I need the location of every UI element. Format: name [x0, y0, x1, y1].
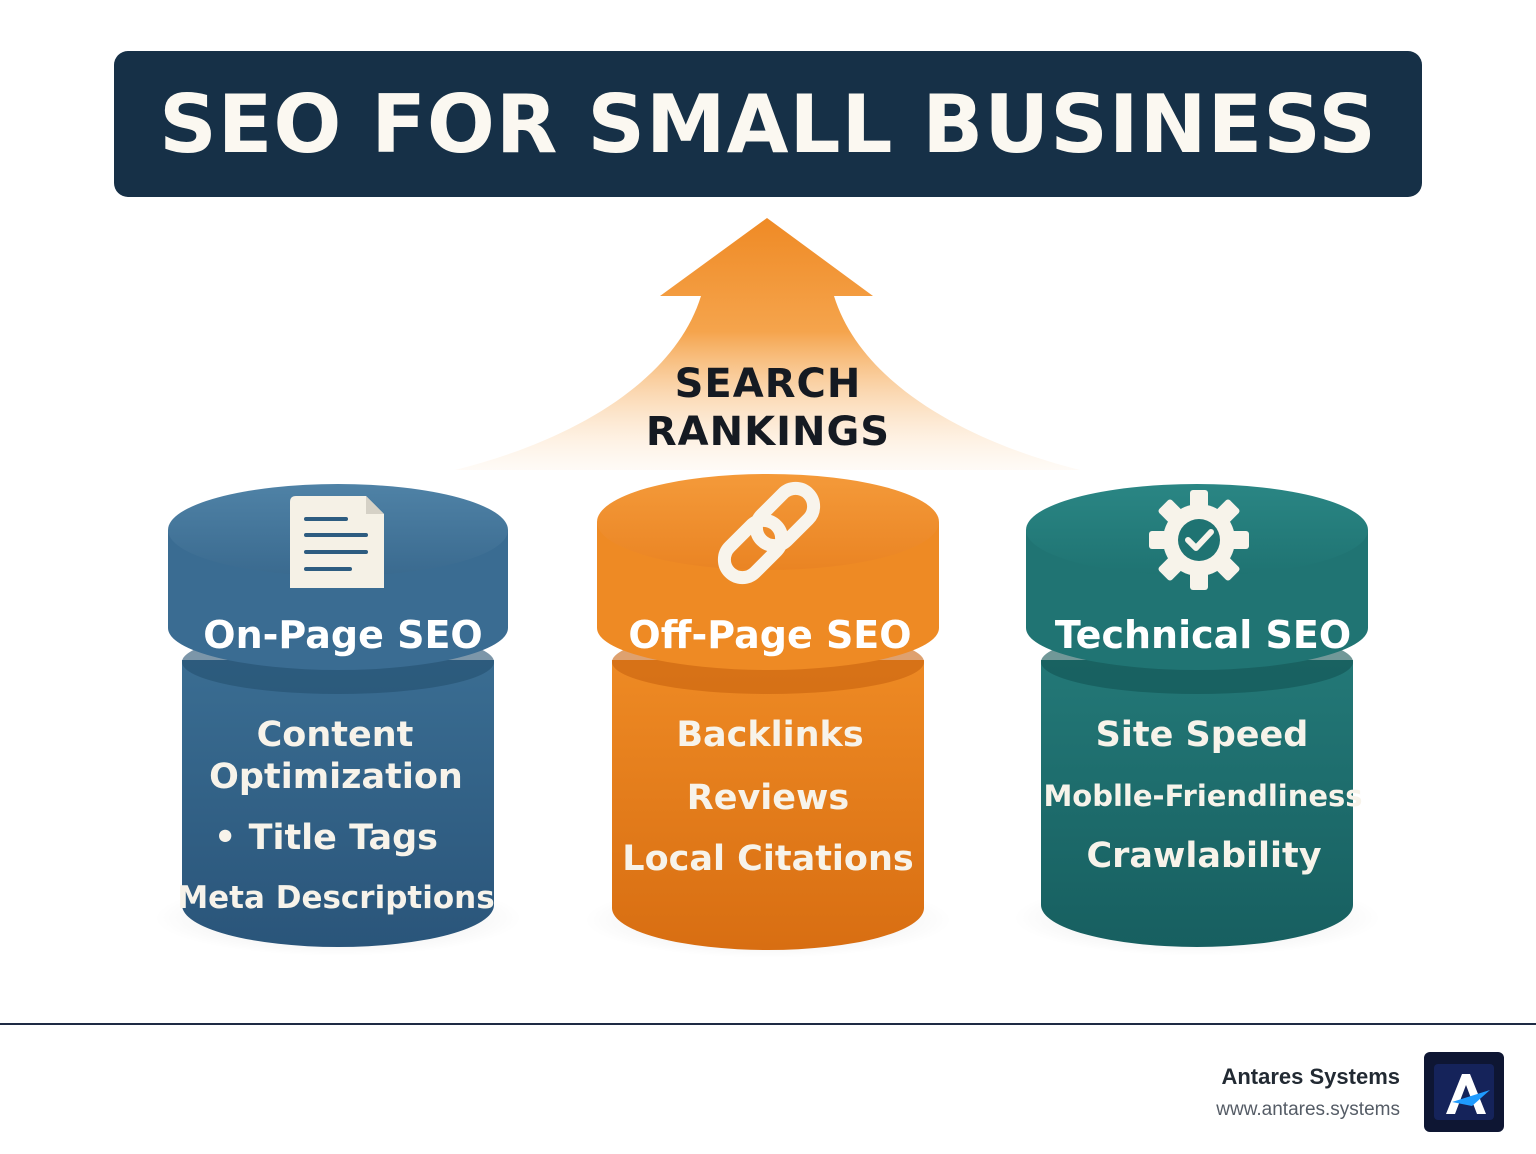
- pillar-item: Crawlability: [1086, 836, 1321, 876]
- pillar-item: • Title Tags: [214, 818, 438, 858]
- pillar-title: Technical SEO: [1055, 613, 1351, 657]
- pillar-item: Optimization: [209, 757, 463, 797]
- pillar-item: Meta Descriptions: [177, 880, 494, 916]
- pillar-title: Off-Page SEO: [628, 613, 911, 657]
- antares-logo-icon: [1424, 1052, 1504, 1132]
- pillar-item: Content: [257, 715, 414, 755]
- arrow-label-line1: SEARCH: [674, 361, 862, 407]
- brand-name: Antares Systems: [1221, 1064, 1400, 1089]
- arrow-label-line2: RANKINGS: [645, 409, 891, 455]
- pillar-item: Backlinks: [676, 715, 863, 755]
- pillar-item: Local Citations: [622, 839, 913, 879]
- pillar-item: Reviews: [687, 778, 849, 818]
- pillar-item: Moblle-Friendliness: [1043, 779, 1362, 813]
- seo-pillars-diagram: On-Page SEO Content Optimization • Title…: [154, 218, 1381, 958]
- gear-check-icon: [1149, 490, 1249, 590]
- page-title: SEO FOR SMALL BUSINESS: [159, 77, 1377, 171]
- link-icon: [717, 481, 821, 585]
- pillar-title: On-Page SEO: [203, 613, 482, 657]
- brand-url[interactable]: www.antares.systems: [1216, 1099, 1400, 1120]
- footer-divider: [0, 1023, 1536, 1025]
- pillar-off-page-seo: Off-Page SEO Backlinks Reviews Local Cit…: [584, 474, 952, 958]
- document-icon: [290, 496, 384, 588]
- title-banner: SEO FOR SMALL BUSINESS: [114, 51, 1422, 197]
- pillar-technical-seo: Technical SEO Site Speed Moblle-Friendli…: [1013, 484, 1381, 956]
- search-rankings-arrow: [455, 218, 1080, 470]
- pillar-on-page-seo: On-Page SEO Content Optimization • Title…: [154, 484, 522, 956]
- pillar-item: Site Speed: [1096, 715, 1309, 755]
